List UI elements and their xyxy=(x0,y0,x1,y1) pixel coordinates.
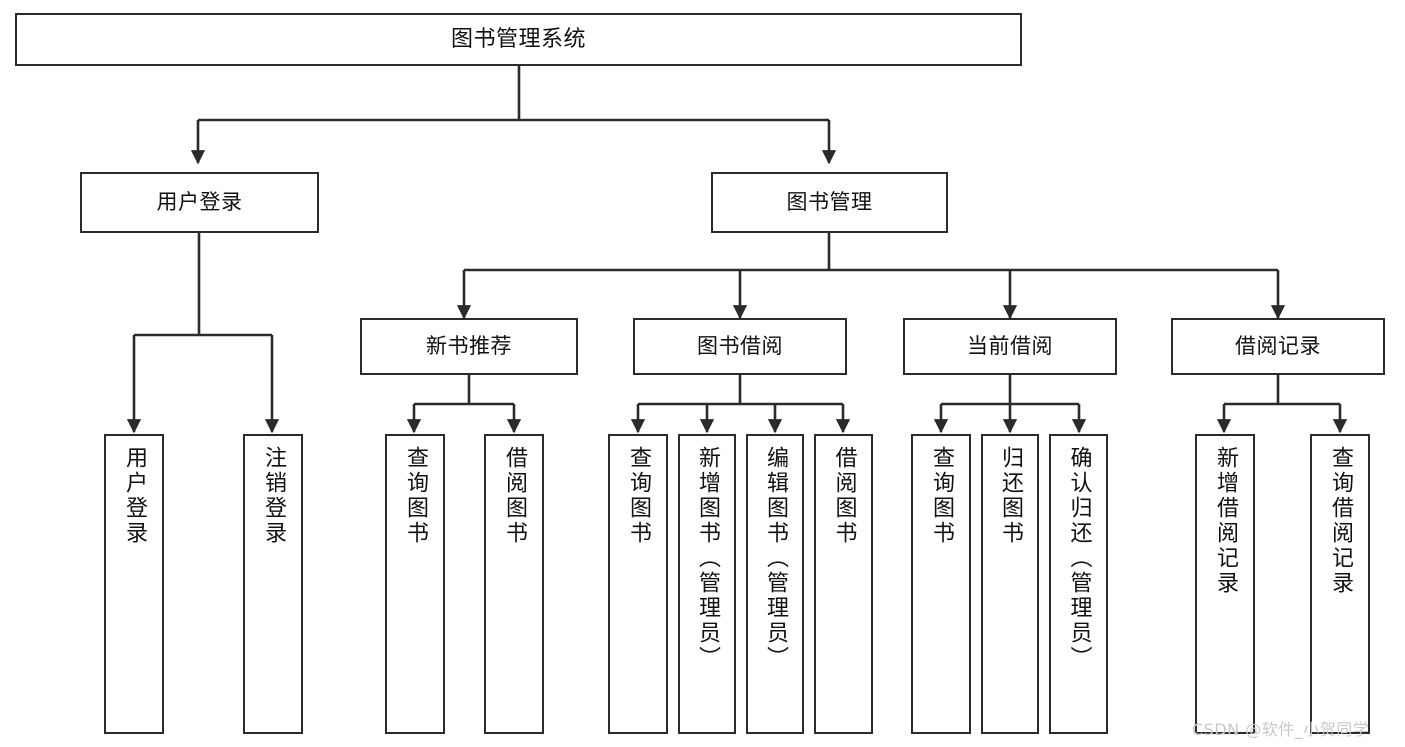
leaf-query-book-current[interactable]: 查询图书 xyxy=(911,434,971,734)
node-label: 用户登录 xyxy=(122,446,147,546)
node-label: 借阅记录 xyxy=(1235,334,1321,359)
node-borrow-records[interactable]: 借阅记录 xyxy=(1171,318,1385,375)
node-label: 查询图书 xyxy=(403,446,428,546)
leaf-user-login[interactable]: 用户登录 xyxy=(104,434,164,734)
leaf-user-logout[interactable]: 注销登录 xyxy=(243,434,303,734)
leaf-confirm-return-admin[interactable]: 确认归还（管理员） xyxy=(1049,434,1108,734)
node-current-borrow[interactable]: 当前借阅 xyxy=(903,318,1117,375)
node-label: 借阅图书 xyxy=(502,446,527,546)
node-label: 确认归还（管理员） xyxy=(1066,446,1092,671)
leaf-return-book[interactable]: 归还图书 xyxy=(981,434,1039,734)
node-label: 图书管理 xyxy=(786,190,873,215)
node-new-book-recommend[interactable]: 新书推荐 xyxy=(360,318,578,375)
node-book-borrow[interactable]: 图书借阅 xyxy=(633,318,847,375)
leaf-query-borrow-record[interactable]: 查询借阅记录 xyxy=(1310,434,1370,734)
node-label: 新书推荐 xyxy=(426,334,512,359)
node-label: 查询借阅记录 xyxy=(1328,446,1353,596)
node-book-management[interactable]: 图书管理 xyxy=(711,172,948,233)
node-label: 新增借阅记录 xyxy=(1213,446,1238,596)
leaf-query-book-recommend[interactable]: 查询图书 xyxy=(385,434,445,734)
node-root-system[interactable]: 图书管理系统 xyxy=(15,13,1022,66)
node-label: 注销登录 xyxy=(261,446,286,546)
node-label: 用户登录 xyxy=(156,190,243,215)
node-label: 编辑图书（管理员） xyxy=(763,446,788,671)
node-label: 查询图书 xyxy=(929,446,954,546)
node-label: 归还图书 xyxy=(998,446,1023,546)
node-label: 借阅图书 xyxy=(831,446,857,546)
node-label: 图书借阅 xyxy=(697,334,783,359)
leaf-borrow-book[interactable]: 借阅图书 xyxy=(814,434,873,734)
leaf-add-book-admin[interactable]: 新增图书（管理员） xyxy=(678,434,736,734)
leaf-edit-book-admin[interactable]: 编辑图书（管理员） xyxy=(746,434,804,734)
node-label: 图书管理系统 xyxy=(450,26,586,52)
node-label: 新增图书（管理员） xyxy=(695,446,720,671)
leaf-add-borrow-record[interactable]: 新增借阅记录 xyxy=(1195,434,1255,734)
node-label: 查询图书 xyxy=(626,446,651,546)
csdn-watermark: CSDN @软件_小贺同学 xyxy=(1192,720,1370,739)
node-user-login[interactable]: 用户登录 xyxy=(80,172,319,233)
node-label: 当前借阅 xyxy=(967,334,1053,359)
leaf-query-book-borrow[interactable]: 查询图书 xyxy=(608,434,668,734)
leaf-borrow-book-recommend[interactable]: 借阅图书 xyxy=(484,434,544,734)
